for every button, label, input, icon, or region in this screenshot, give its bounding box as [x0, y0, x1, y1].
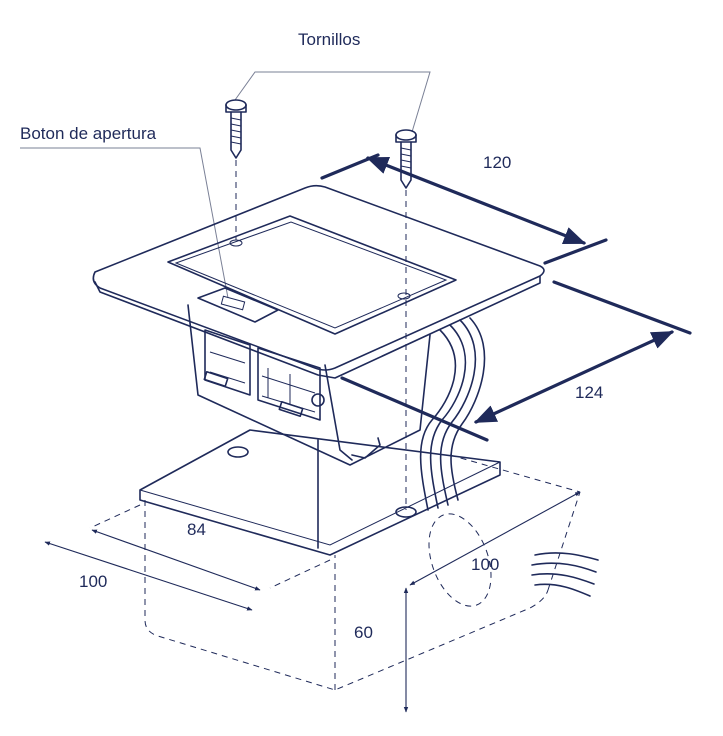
dimension-100-left-label: 100: [79, 572, 108, 591]
release-button-label: Boton de apertura: [20, 124, 157, 143]
screws-leader: [234, 71, 431, 133]
cable-stub: [531, 552, 599, 597]
dimension-124: [340, 280, 692, 442]
screw-right: [395, 129, 417, 510]
dimension-124-label: 124: [575, 383, 604, 402]
dimension-60-label: 60: [354, 623, 373, 642]
lid-frame: [92, 184, 545, 379]
housing-body: [187, 304, 431, 466]
release-button-leader: [20, 147, 229, 299]
dimension-84: [89, 504, 331, 591]
dimension-100-right: [409, 491, 581, 586]
dimension-100-left: [44, 541, 253, 611]
dimension-100-right-label: 100: [471, 555, 500, 574]
screw-left: [225, 99, 247, 240]
screws-label: Tornillos: [298, 30, 361, 49]
dimension-120: [320, 153, 608, 265]
dimension-120-label: 120: [483, 153, 512, 172]
dimension-84-label: 84: [187, 520, 206, 539]
